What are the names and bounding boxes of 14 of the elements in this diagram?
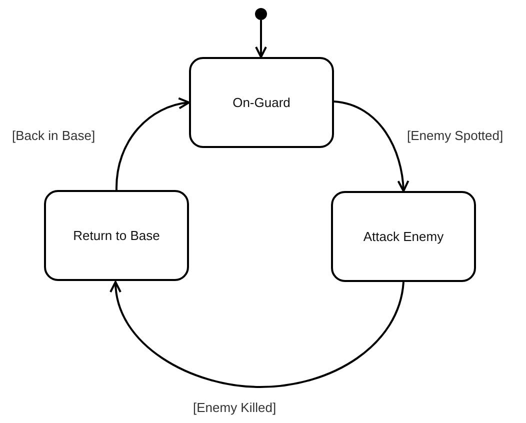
transition-arrow [116, 98, 190, 190]
state-box [331, 191, 476, 282]
transition-arrow [110, 281, 404, 388]
guard-condition-label: [Back in Base] [11, 128, 96, 143]
transition-arrow [255, 20, 267, 58]
transition-arrow [334, 100, 409, 192]
initial-state-dot [255, 8, 267, 20]
guard-condition-label: [Enemy Spotted] [406, 128, 504, 143]
guard-condition-label: [Enemy Killed] [192, 400, 278, 415]
state-box [44, 190, 189, 281]
state-label: On-Guard [232, 95, 290, 110]
state-box [189, 57, 334, 148]
state-label: Return to Base [73, 228, 160, 243]
state-label: Attack Enemy [363, 229, 444, 244]
